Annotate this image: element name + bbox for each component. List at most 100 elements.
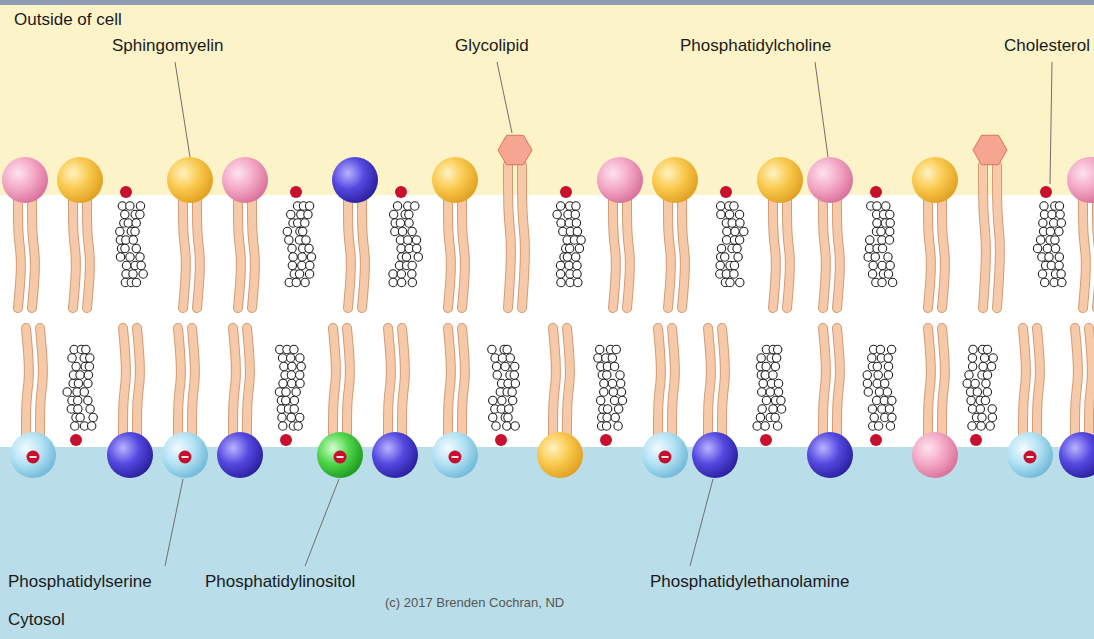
cholesterol-atom	[988, 405, 996, 413]
cholesterol-atom	[287, 413, 295, 421]
cholesterol-atom	[773, 345, 781, 353]
tail-outline	[462, 328, 465, 437]
tail-outline	[1037, 328, 1040, 437]
cholesterol-atom	[87, 422, 95, 430]
cholesterol-atom	[575, 244, 583, 252]
cholesterol-atom	[965, 371, 973, 379]
cholesterol-atom	[866, 236, 874, 244]
part-label: Cholesterol	[1004, 36, 1090, 56]
hydroxyl-dot	[495, 434, 507, 446]
cholesterol-atom	[84, 371, 92, 379]
cholesterol-atom	[404, 236, 412, 244]
cholesterol-atom	[565, 244, 573, 252]
charge-dot	[27, 451, 40, 464]
cholesterol-atom	[726, 278, 734, 286]
cholesterol-atom	[492, 362, 500, 370]
charge-dot	[334, 451, 347, 464]
head-group	[912, 157, 958, 203]
cholesterol-atom	[863, 371, 871, 379]
tail-outline	[1023, 328, 1026, 437]
cholesterol-atom	[393, 202, 401, 210]
cholesterol-atom	[1043, 244, 1051, 252]
cholesterol-atom	[116, 227, 124, 235]
fatty-acid-tail	[997, 165, 1000, 308]
head-group	[642, 432, 688, 478]
cholesterol-atom	[573, 227, 581, 235]
cholesterol-atom	[603, 371, 611, 379]
cholesterol-atom	[305, 270, 313, 278]
hydroxyl-dot	[1040, 186, 1052, 198]
tail-outline	[508, 165, 511, 308]
head-group	[57, 157, 103, 203]
cholesterol-molecules	[63, 186, 1066, 446]
cholesterol-atom	[72, 362, 80, 370]
cholesterol-atom	[1055, 202, 1063, 210]
cholesterol-atom	[389, 278, 397, 286]
fatty-acid-tail	[823, 198, 826, 308]
tail-outline	[823, 198, 826, 308]
cholesterol-atom	[74, 379, 82, 387]
part-label: Phosphatidylserine	[8, 572, 152, 592]
cholesterol-atom	[717, 210, 725, 218]
cholesterol-atom	[71, 422, 79, 430]
tail-outline	[192, 328, 195, 437]
cholesterol-atom	[884, 371, 892, 379]
cholesterol-atom	[139, 270, 147, 278]
cholesterol-atom	[285, 236, 293, 244]
cholesterol-atom	[876, 345, 884, 353]
cholesterol-atom	[503, 345, 511, 353]
cholesterol-atom	[863, 379, 871, 387]
cholesterol	[488, 345, 520, 430]
tail-outline	[668, 198, 671, 308]
cholesterol-atom	[413, 244, 421, 252]
cholesterol-atom	[982, 379, 990, 387]
cholesterol-atom	[600, 388, 608, 396]
cholesterol-atom	[290, 405, 298, 413]
cholesterol-atom	[762, 396, 770, 404]
tail-outline	[40, 328, 43, 437]
fatty-acid-tail	[708, 328, 711, 437]
negative-charge	[1027, 456, 1034, 458]
cholesterol-atom	[888, 278, 896, 286]
cholesterol-atom	[761, 422, 769, 430]
cholesterol-atom	[1033, 244, 1041, 252]
cholesterol-atom	[772, 354, 780, 362]
head-group	[1059, 432, 1094, 478]
cholesterol-atom	[723, 227, 731, 235]
cholesterol-atom	[389, 270, 397, 278]
cholesterol-atom	[979, 362, 987, 370]
cholesterol-atom	[288, 379, 296, 387]
fatty-acid-tail	[1023, 328, 1026, 437]
part-label: Phosphatidylcholine	[680, 36, 831, 56]
cholesterol-atom	[596, 396, 604, 404]
cholesterol-atom	[608, 379, 616, 387]
cholesterol-atom	[85, 362, 93, 370]
tail-outline	[1083, 198, 1086, 308]
cholesterol-atom	[730, 202, 738, 210]
cholesterol-atom	[556, 261, 564, 269]
cholesterol-atom	[736, 219, 744, 227]
head-group	[372, 432, 418, 478]
cholesterol-atom	[76, 413, 84, 421]
cholesterol-atom	[968, 405, 976, 413]
cholesterol-atom	[1055, 227, 1063, 235]
cholesterol-atom	[757, 354, 765, 362]
cholesterol-atom	[884, 270, 892, 278]
tail-outline	[448, 328, 451, 437]
cholesterol-atom	[124, 219, 132, 227]
hydroxyl-dot	[395, 186, 407, 198]
cholesterol-atom	[1046, 227, 1054, 235]
cholesterol-atom	[978, 413, 986, 421]
cholesterol-atom	[136, 210, 144, 218]
cholesterol-atom	[572, 253, 580, 261]
cholesterol-atom	[759, 379, 767, 387]
cholesterol-atom	[721, 253, 729, 261]
cholesterol-atom	[616, 371, 624, 379]
leader-line	[1050, 62, 1052, 184]
tail-outline	[1089, 328, 1092, 437]
sugar-group	[973, 135, 1007, 164]
cholesterol-atom	[292, 278, 300, 286]
cholesterol-atom	[761, 371, 769, 379]
leader-line	[815, 62, 828, 157]
